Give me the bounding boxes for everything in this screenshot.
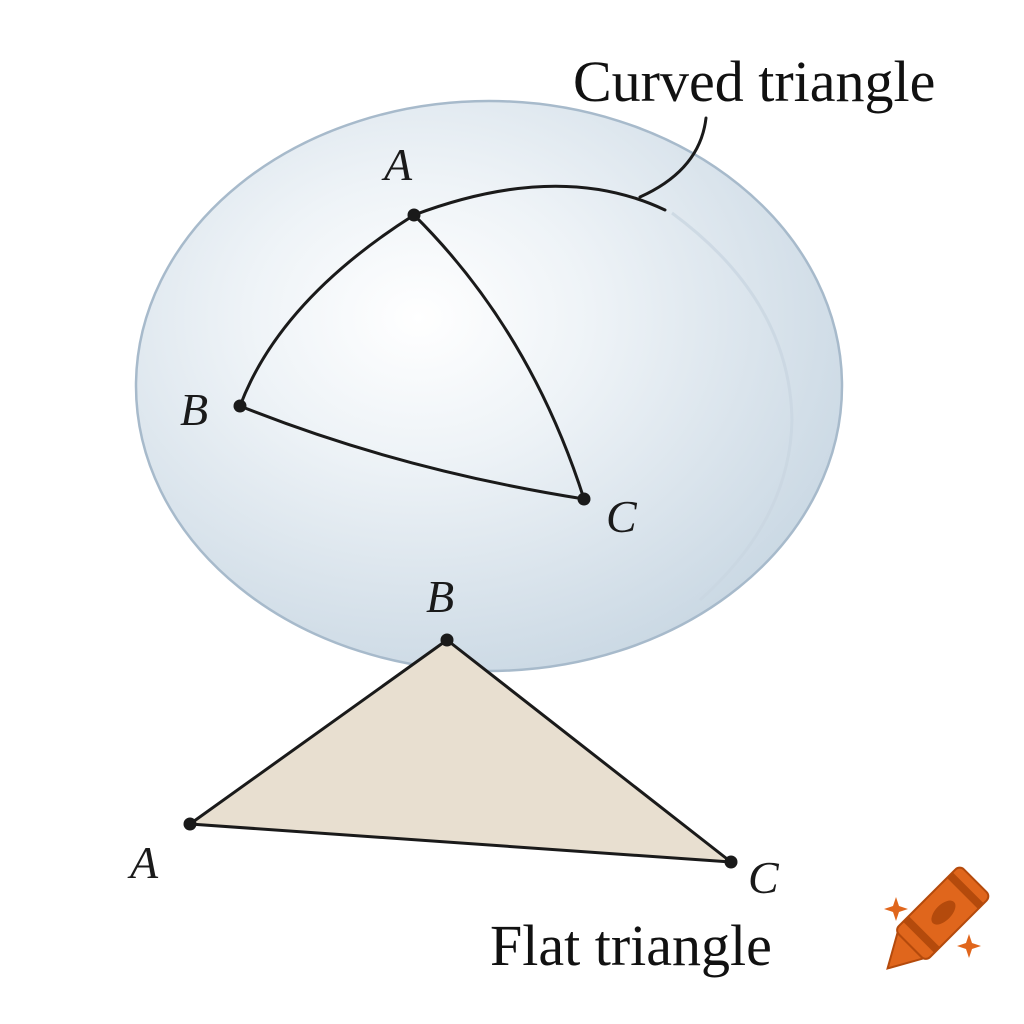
- curved-vertex-a-label: A: [381, 139, 413, 190]
- curved-triangle: [238, 184, 667, 501]
- curved-vertex-a-dot: [407, 208, 421, 222]
- curved-vertex-b-label: B: [180, 384, 208, 435]
- flat-triangle-fill: [188, 638, 733, 864]
- curved-vertices: [233, 208, 591, 506]
- curved-edge-bc: [238, 404, 586, 501]
- flat-triangle: [183, 633, 738, 869]
- crayon-icon: [886, 866, 990, 970]
- sphere: [134, 99, 844, 673]
- flat-vertex-b-dot: [440, 633, 454, 647]
- sphere-body: [134, 99, 844, 673]
- curved-triangle-title: Curved triangle: [573, 49, 935, 114]
- flat-vertex-b-label: B: [426, 571, 454, 622]
- flat-triangle-title: Flat triangle: [490, 913, 772, 978]
- curved-vertex-c-dot: [577, 492, 591, 506]
- flat-vertex-c-label: C: [748, 852, 780, 903]
- flat-vertex-c-dot: [724, 855, 738, 869]
- sphere-rim-highlight: [671, 211, 794, 602]
- curved-edge-arc-extension: [412, 184, 667, 217]
- flat-vertex-a-dot: [183, 817, 197, 831]
- curved-edge-ab: [238, 213, 416, 408]
- curved-vertex-c-label: C: [606, 491, 638, 542]
- flat-vertex-a-label: A: [127, 837, 159, 888]
- curved-label-leader: [638, 116, 708, 199]
- curved-edge-ca: [412, 213, 586, 501]
- curved-vertex-b-dot: [233, 399, 247, 413]
- sparkle-icon: [884, 897, 981, 958]
